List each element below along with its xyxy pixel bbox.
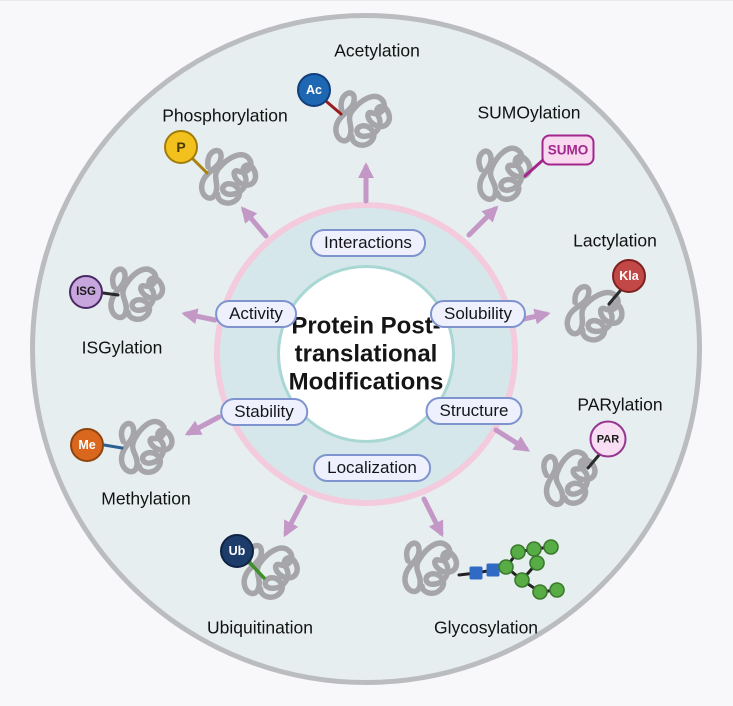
pill-solubility: Solubility <box>429 300 527 328</box>
center-circle <box>277 265 455 443</box>
badge-parylation: PAR <box>589 420 627 458</box>
glycan-circle-icon <box>514 572 530 588</box>
glycan-square-icon <box>469 566 483 580</box>
pill-interactions: Interactions <box>310 229 426 257</box>
label-acetylation: Acetylation <box>334 40 420 61</box>
title-line-3: Modifications <box>288 367 444 395</box>
connector-acetylation <box>325 100 343 116</box>
label-methylation: Methylation <box>101 488 191 509</box>
arrow-to-ubiquitination <box>283 494 308 538</box>
connector-sumoylation <box>523 158 545 178</box>
glycan-circle-icon <box>532 584 548 600</box>
badge-isgylation: ISG <box>69 275 103 309</box>
glycan-circle-icon <box>498 559 514 575</box>
connector-isgylation <box>101 291 120 297</box>
glycan-circle-icon <box>529 555 545 571</box>
title-line-1: Protein Post- <box>291 312 441 340</box>
connector-ubiquitination <box>248 561 266 580</box>
pill-localization: Localization <box>313 454 431 482</box>
badge-acetylation: Ac <box>297 73 331 107</box>
label-ubiquitination: Ubiquitination <box>206 617 314 638</box>
label-lactylation: Lactylation <box>573 230 657 251</box>
page-title: Protein Post- translational Modification… <box>271 312 461 395</box>
badge-ubiquitination: Ub <box>220 534 254 568</box>
label-phosphorylation: Phosphorylation <box>162 105 288 126</box>
connector-lactylation <box>607 289 622 306</box>
badge-sumoylation: SUMO <box>541 134 595 166</box>
pill-structure: Structure <box>425 397 523 425</box>
protein-squiggle-parylation <box>541 449 600 507</box>
badge-phosphorylation: P <box>164 130 198 164</box>
protein-squiggle-acetylation <box>334 92 392 149</box>
arrow-to-parylation <box>493 427 531 452</box>
connector-phosphorylation <box>191 157 209 175</box>
connector-methylation <box>102 443 124 450</box>
protein-squiggle-methylation <box>119 420 174 474</box>
arrow-to-glycosylation <box>421 496 444 538</box>
glycan-structure <box>457 539 565 600</box>
glycan-circle-icon <box>510 544 526 560</box>
arrow-to-isgylation <box>181 308 218 325</box>
badge-methylation: Me <box>70 428 104 462</box>
glycan-circle-icon <box>549 582 565 598</box>
glycan-circles <box>498 539 565 600</box>
glycan-circle-icon <box>526 541 542 557</box>
protein-squiggle-glycosylation <box>405 543 457 593</box>
label-isgylation: ISGylation <box>81 337 163 358</box>
glycan-square-icon <box>486 563 500 577</box>
connector-parylation <box>586 453 601 470</box>
title-line-2: translational <box>294 340 438 368</box>
badge-connectors <box>101 100 622 580</box>
glycan-squares <box>469 563 500 580</box>
arrow-to-sumoylation <box>466 205 499 238</box>
label-glycosylation: Glycosylation <box>433 617 539 638</box>
badge-lactylation: Kla <box>612 259 646 293</box>
arrow-to-phosphorylation <box>240 206 269 239</box>
arrow-to-methylation <box>184 414 222 436</box>
pill-stability: Stability <box>220 398 308 426</box>
label-sumoylation: SUMOylation <box>477 102 581 123</box>
pill-activity: Activity <box>215 300 297 328</box>
label-parylation: PARylation <box>577 394 663 415</box>
radiating-arrows <box>181 162 551 538</box>
glycan-circle-icon <box>543 539 559 555</box>
protein-squiggle-sumoylation <box>476 147 532 202</box>
protein-squiggle-phosphorylation <box>199 149 258 207</box>
